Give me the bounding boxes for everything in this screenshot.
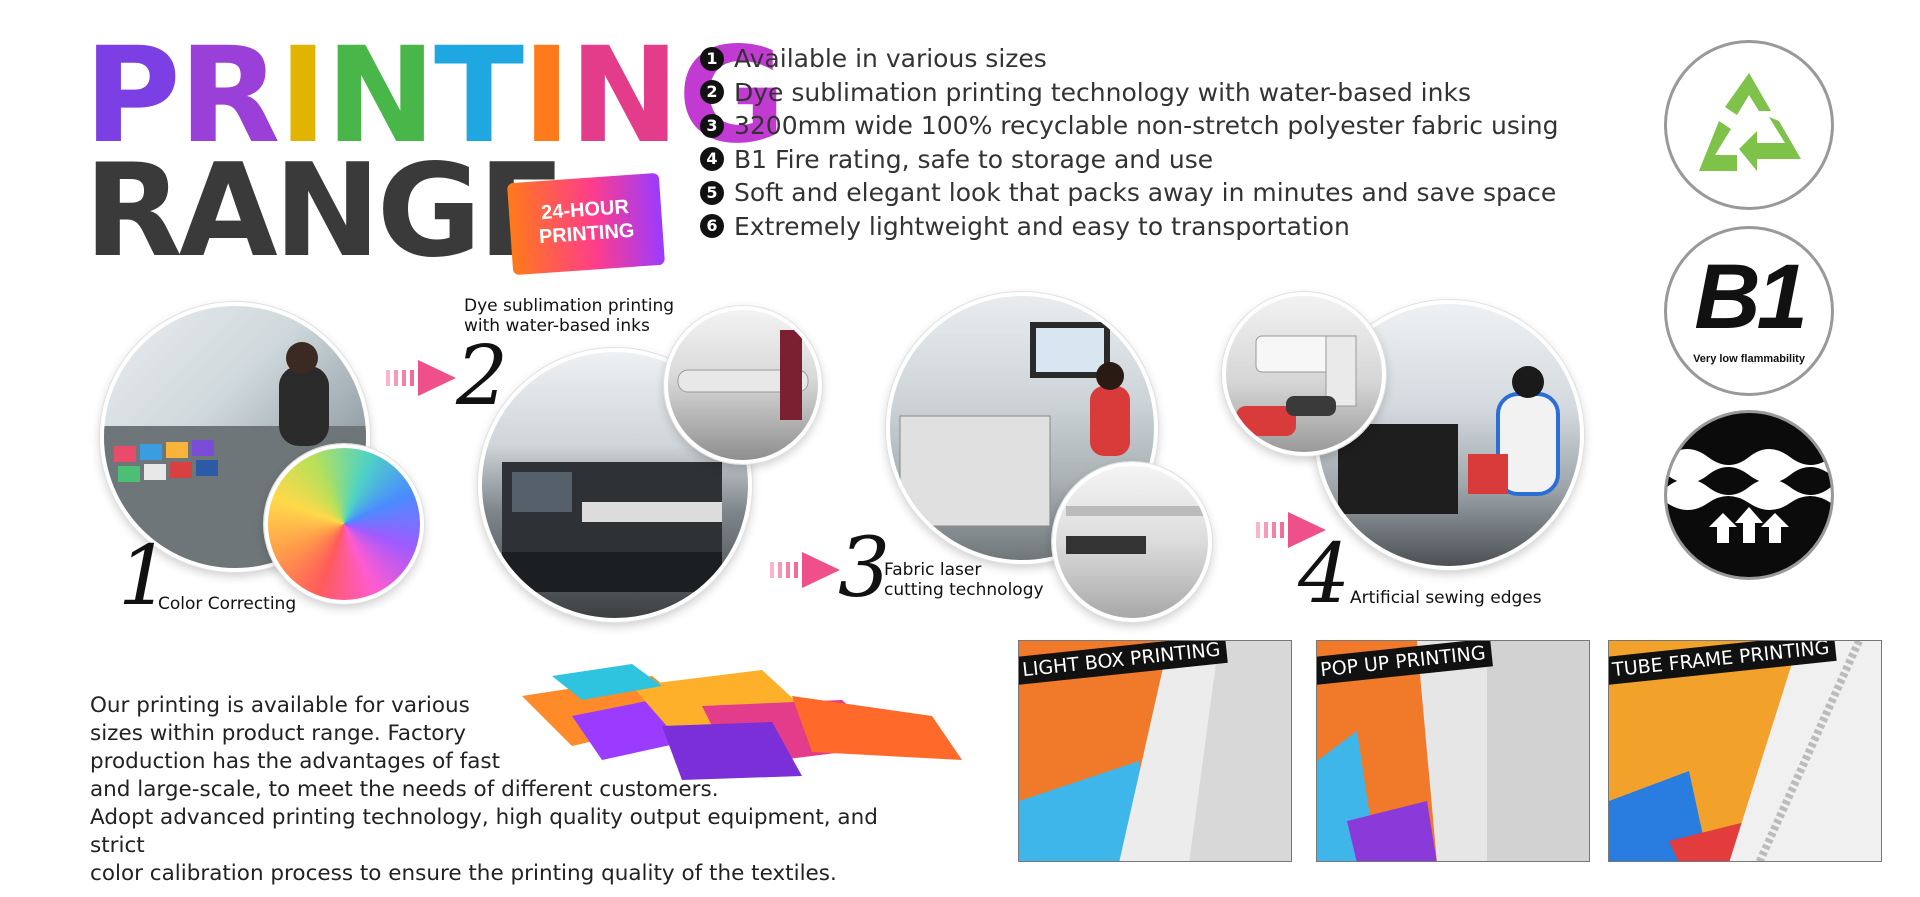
sewing-machine-photo xyxy=(1222,292,1386,456)
feature-number-badge: 1 xyxy=(700,46,724,71)
pop-up-panel: POP UP PRINTING xyxy=(1316,640,1590,862)
feature-number-badge: 2 xyxy=(700,80,724,105)
title-letter: G xyxy=(677,19,786,173)
feature-item: 4 B1 Fire rating, safe to storage and use xyxy=(700,143,1559,177)
step-label: Fabric laser cutting technology xyxy=(884,560,1044,600)
step-label: Artificial sewing edges xyxy=(1350,588,1542,608)
feature-text: 3200mm wide 100% recyclable non-stretch … xyxy=(734,111,1559,140)
feature-item: 5 Soft and elegant look that packs away i… xyxy=(700,176,1559,210)
fabric-roll-photo xyxy=(664,306,822,464)
step-label-line: with water-based inks xyxy=(464,316,650,336)
feature-number-badge: 5 xyxy=(700,180,724,205)
title-letter: I xyxy=(278,19,327,173)
title-letter: R xyxy=(178,19,281,173)
title-range: RANGE xyxy=(84,137,565,286)
description-line: production has the advantages of fast xyxy=(90,749,501,774)
feature-item: 3 3200mm wide 100% recyclable non-stretch… xyxy=(700,109,1559,143)
step-number: 1 xyxy=(118,529,171,624)
description-line: and large-scale, to meet the needs of di… xyxy=(90,777,719,802)
feature-number-badge: 3 xyxy=(700,113,724,138)
24-hour-badge: 24-HOUR PRINTING xyxy=(506,172,666,276)
description-line: sizes within product range. Factory xyxy=(90,721,467,746)
arrow-right-icon xyxy=(770,552,840,588)
step-label: Dye sublimation printing with water-base… xyxy=(464,296,674,336)
step-number: 2 xyxy=(456,329,509,424)
title-printing: PRINTING xyxy=(84,19,786,173)
feature-item: 6 Extremely lightweight and easy to trans… xyxy=(700,210,1559,244)
title-letter: P xyxy=(84,19,181,173)
title-letter: N xyxy=(325,19,436,173)
feature-item: 2 Dye sublimation printing technology wit… xyxy=(700,76,1559,110)
color-swatch-photo xyxy=(264,444,424,604)
feature-text: Dye sublimation printing technology with… xyxy=(734,77,1471,107)
feature-item: 1 Available in various sizes xyxy=(700,42,1559,76)
b1-subtitle: Very low flammability xyxy=(1693,353,1805,365)
feature-number-badge: 4 xyxy=(700,147,724,172)
feature-text: Extremely lightweight and easy to transp… xyxy=(734,211,1350,241)
description-line: color calibration process to ensure the … xyxy=(90,861,837,886)
step-label-line: Dye sublimation printing xyxy=(464,296,675,316)
title-letter: N xyxy=(569,19,679,173)
title-letter: T xyxy=(434,19,524,173)
step-number: 3 xyxy=(838,521,891,616)
light-box-panel: LIGHT BOX PRINTING xyxy=(1018,640,1292,862)
arrow-right-icon xyxy=(1256,512,1326,548)
feature-text: Soft and elegant look that packs away in… xyxy=(734,178,1557,207)
step-label-line: cutting technology xyxy=(884,580,1044,600)
description-line: Adopt advanced printing technology, high… xyxy=(90,805,878,858)
folded-fabrics-image xyxy=(512,656,972,786)
feature-text: Available in various sizes xyxy=(734,44,1047,73)
b1-label: B1 xyxy=(1694,246,1808,348)
laser-cutting-photo xyxy=(886,292,1158,564)
recycle-icon xyxy=(1664,40,1834,210)
feature-text: B1 Fire rating, safe to storage and use xyxy=(734,144,1214,174)
feature-number-badge: 6 xyxy=(700,214,724,239)
tube-frame-panel: TUBE FRAME PRINTING xyxy=(1608,640,1882,862)
step-label: Color Correcting xyxy=(158,594,297,614)
title-letter: I xyxy=(522,19,571,173)
step-number: 4 xyxy=(1298,527,1351,622)
feature-list: 1 Available in various sizes 2 Dye sublima… xyxy=(700,42,1559,243)
description-line: Our printing is available for various xyxy=(90,693,470,718)
arrow-right-icon xyxy=(386,360,456,396)
step-label-line: Fabric laser xyxy=(884,560,982,580)
waves-arrows-icon xyxy=(1664,410,1834,580)
printer-machine-photo xyxy=(478,348,752,622)
description-text: Our printing is available for various si… xyxy=(90,692,930,888)
b1-fire-rating-icon: B1 Very low flammability xyxy=(1664,226,1834,396)
cutter-closeup-photo xyxy=(1052,462,1212,622)
